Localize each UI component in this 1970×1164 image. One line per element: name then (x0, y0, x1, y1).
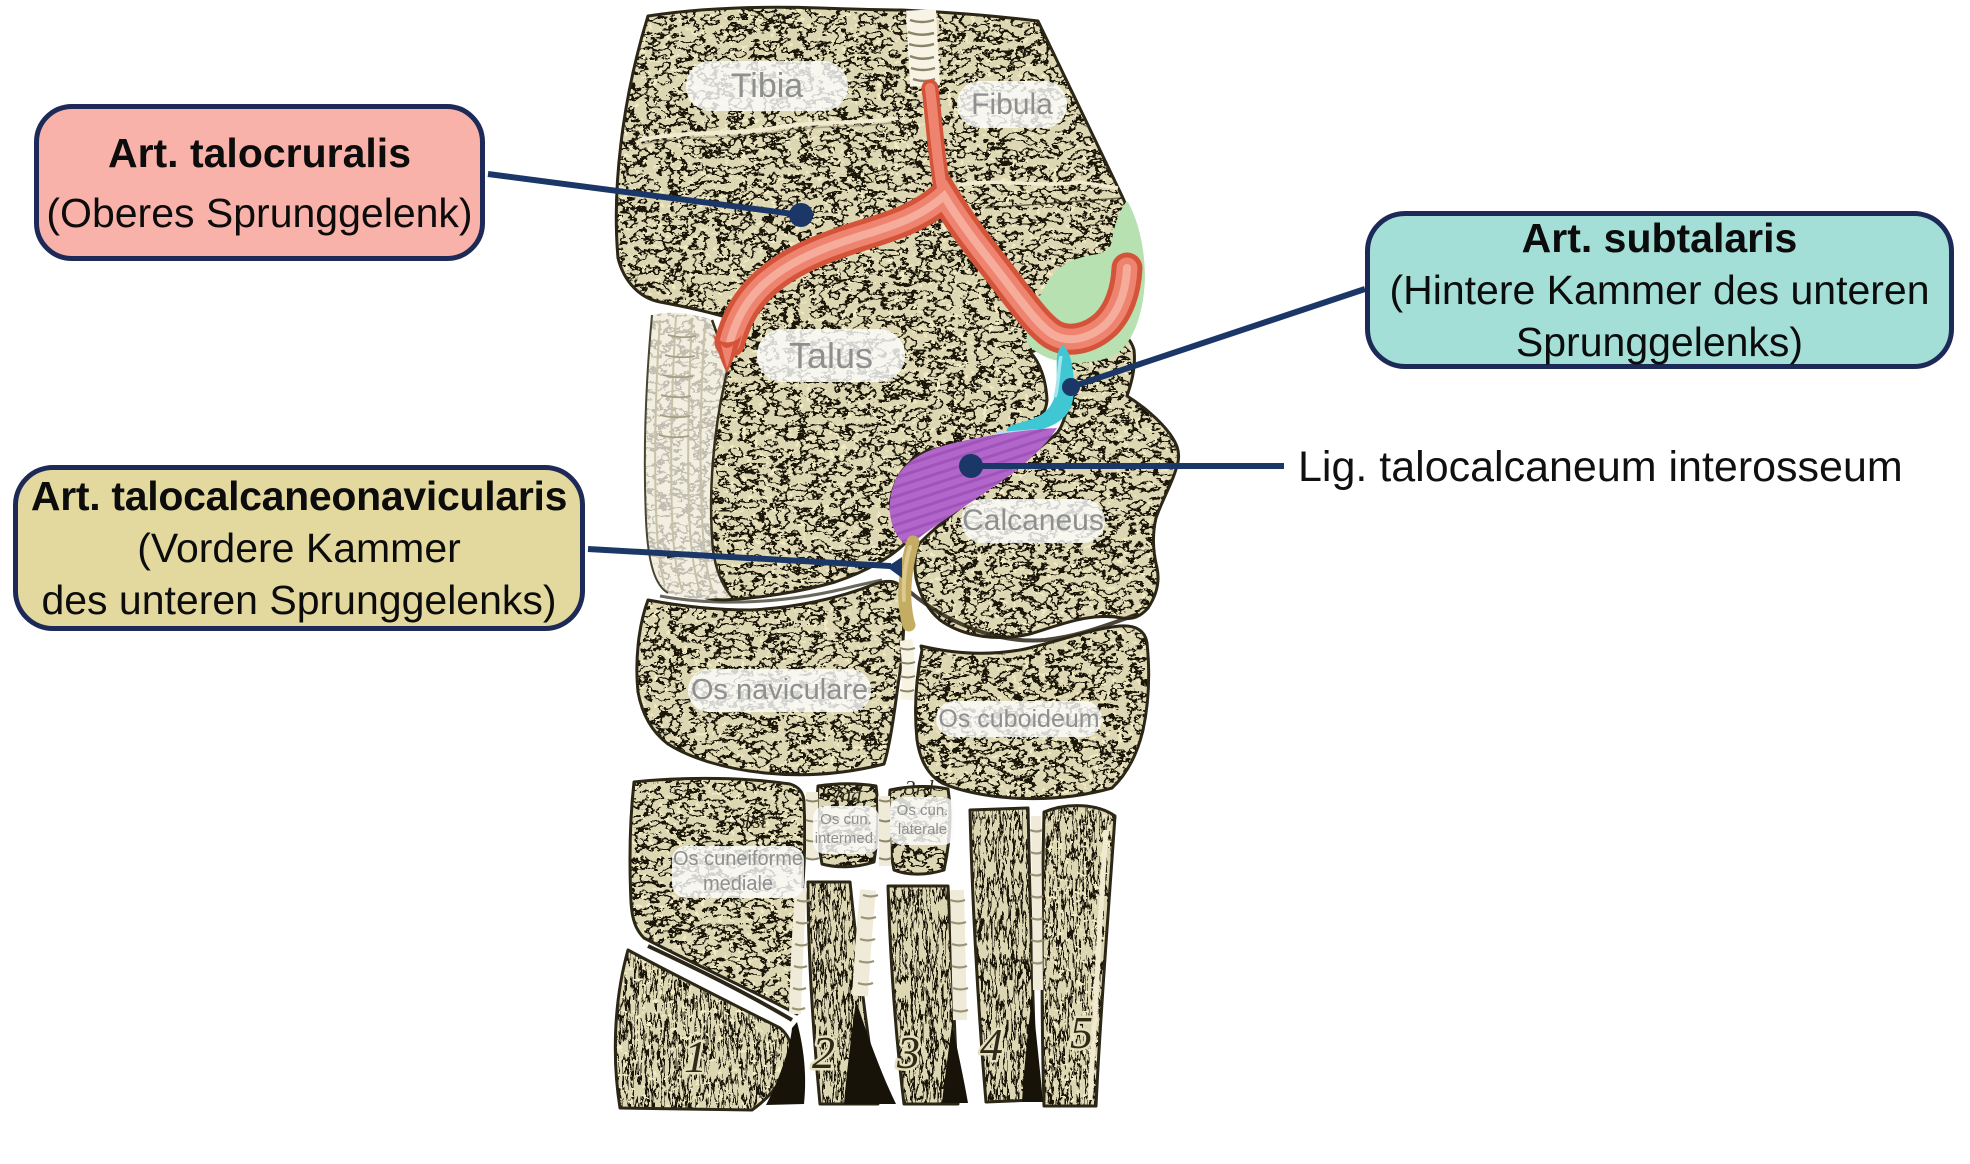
svg-text:3: 3 (896, 1027, 920, 1078)
svg-text:4: 4 (980, 1019, 1003, 1070)
svg-text:2nd: 2nd (830, 783, 862, 807)
svg-text:3rd: 3rd (904, 776, 934, 800)
svg-text:1: 1 (684, 1031, 707, 1082)
svg-text:5: 5 (1070, 1007, 1093, 1058)
svg-text:1st: 1st (742, 809, 768, 833)
svg-text:2: 2 (812, 1027, 835, 1078)
